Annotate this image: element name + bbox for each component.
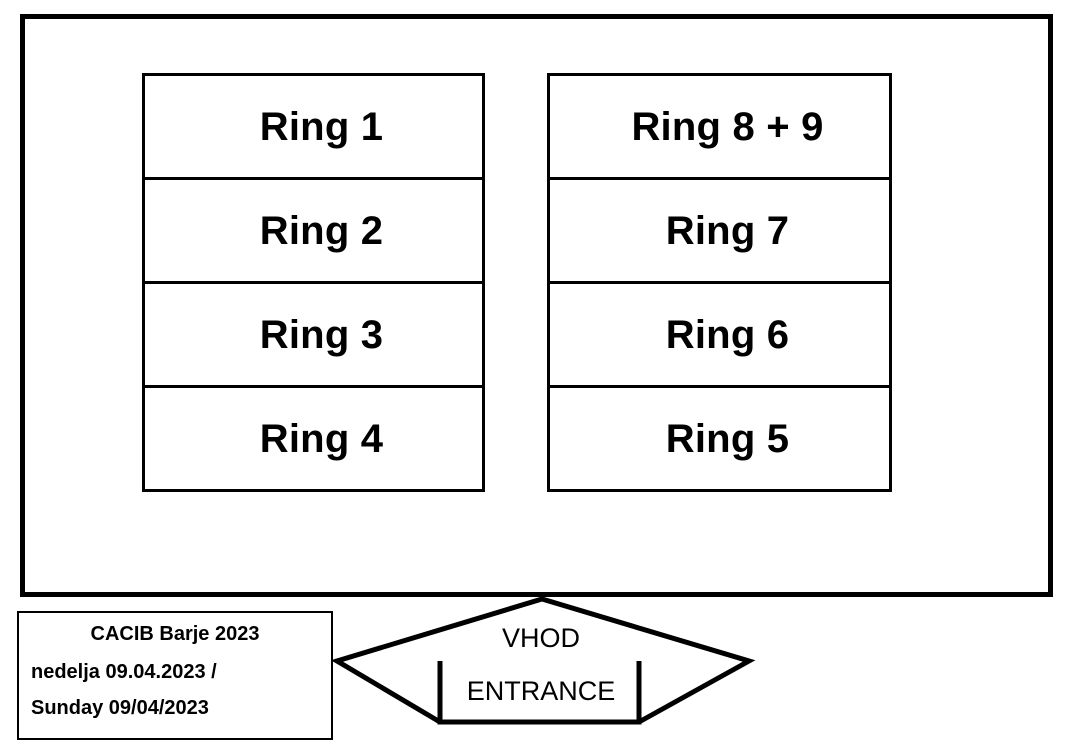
entrance-marker: VHOD ENTRANCE	[317, 583, 765, 743]
entrance-label-entrance: ENTRANCE	[466, 676, 616, 706]
ring-label-7: Ring 7	[665, 208, 790, 253]
ring-cell-6[interactable]: Ring 6	[550, 284, 889, 388]
arrow-head-outline	[330, 596, 756, 725]
ring-label-3: Ring 3	[259, 312, 384, 357]
ring-label-1: Ring 1	[259, 104, 384, 149]
ring-label-2: Ring 2	[259, 208, 384, 253]
ring-cell-8-9[interactable]: Ring 8 + 9	[550, 76, 889, 180]
event-date-sl: nedelja 09.04.2023 /	[31, 661, 217, 683]
ring-cell-2[interactable]: Ring 2	[145, 180, 482, 284]
ring-cell-3[interactable]: Ring 3	[145, 284, 482, 388]
event-title: CACIB Barje 2023	[90, 623, 260, 645]
ring-cell-1[interactable]: Ring 1	[145, 76, 482, 180]
ring-label-5: Ring 5	[665, 416, 790, 461]
exhibition-hall-outline: Ring 1 Ring 2 Ring 3 Ring 4 Ring 8 + 9 R…	[20, 14, 1053, 597]
entrance-arrow-icon	[330, 596, 756, 725]
ring-label-8-9: Ring 8 + 9	[631, 104, 824, 149]
ring-cell-5[interactable]: Ring 5	[550, 388, 889, 489]
event-caption-box: CACIB Barje 2023 nedelja 09.04.2023 / Su…	[17, 611, 333, 740]
ring-cell-4[interactable]: Ring 4	[145, 388, 482, 489]
ring-column-left: Ring 1 Ring 2 Ring 3 Ring 4	[142, 73, 485, 492]
arrow-stem-outline	[437, 661, 642, 725]
ring-label-4: Ring 4	[259, 416, 384, 461]
ring-column-right: Ring 8 + 9 Ring 7 Ring 6 Ring 5	[547, 73, 892, 492]
entrance-label-vhod: VHOD	[501, 623, 580, 653]
event-date-en: Sunday 09/04/2023	[31, 697, 209, 719]
ring-cell-7[interactable]: Ring 7	[550, 180, 889, 284]
ring-label-6: Ring 6	[665, 312, 790, 357]
